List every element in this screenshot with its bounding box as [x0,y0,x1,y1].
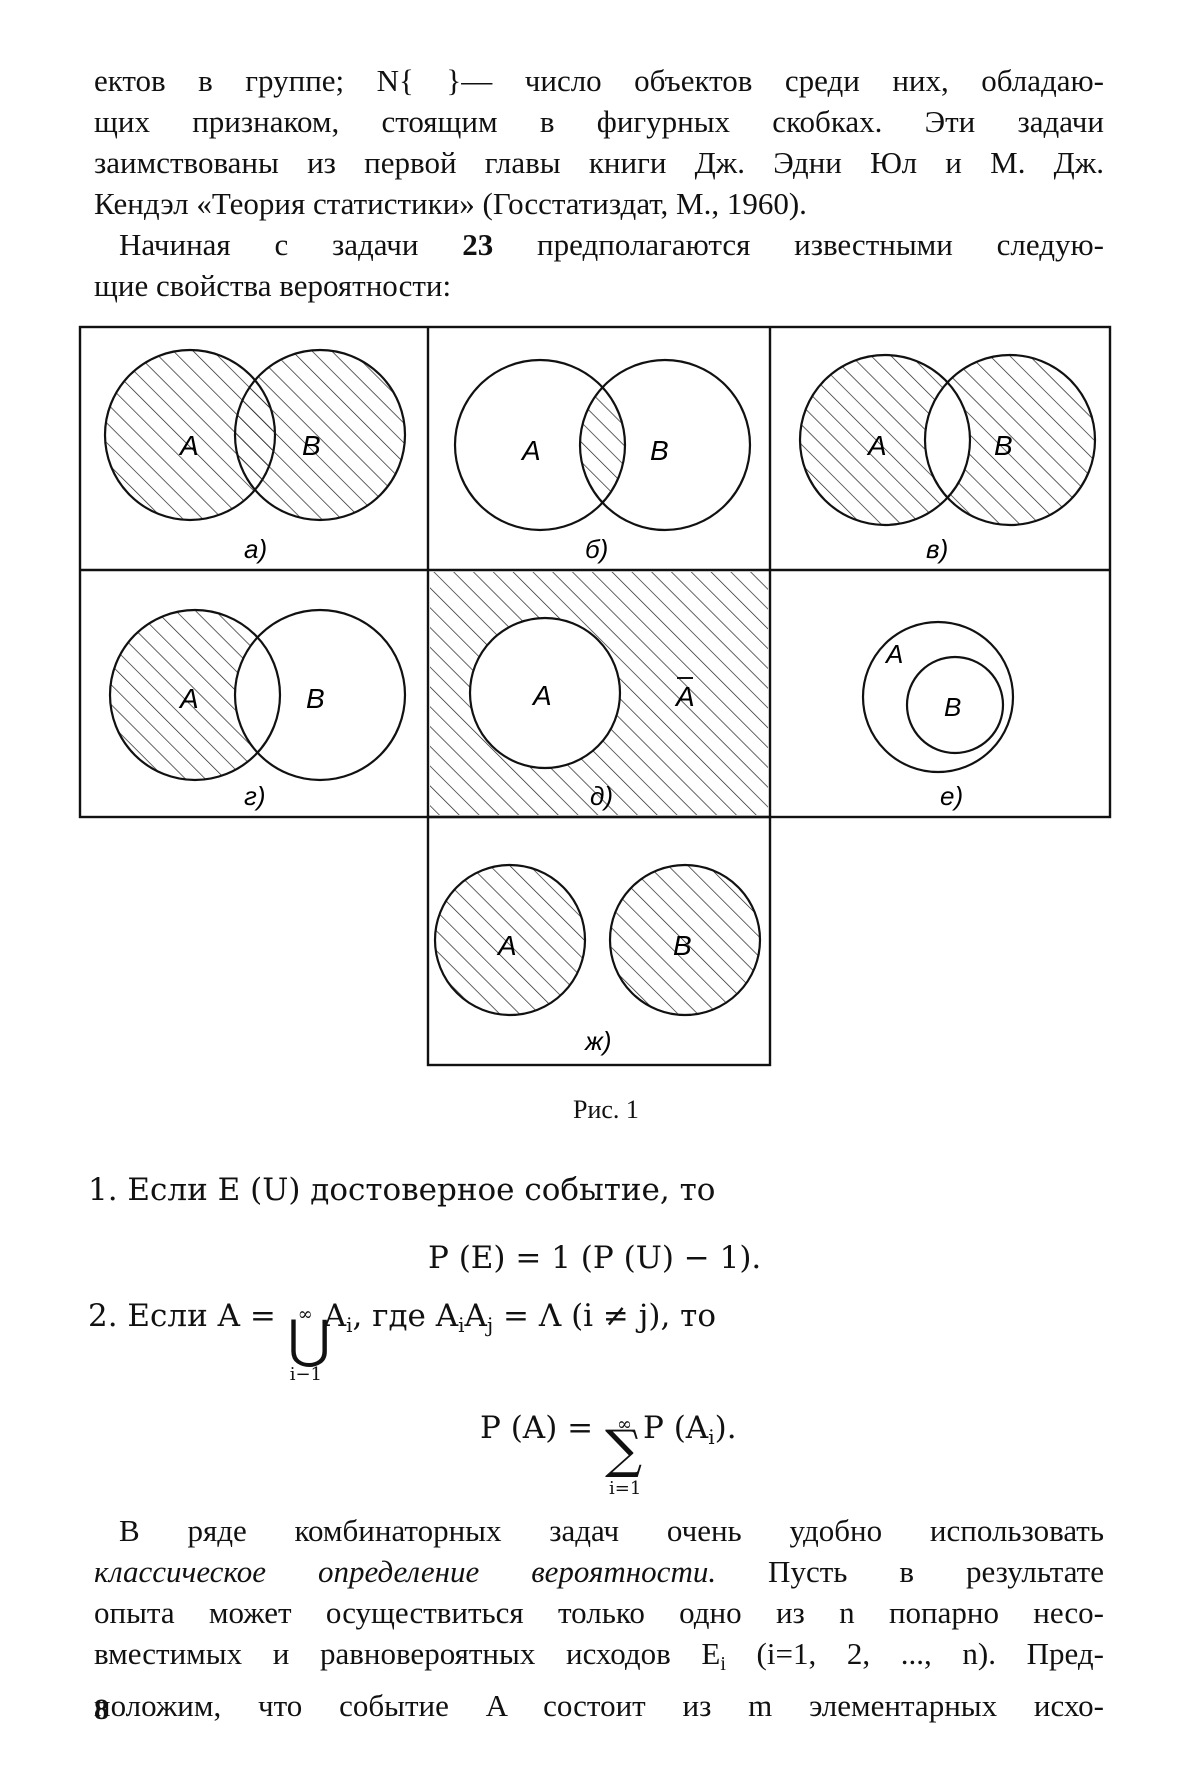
venn-panel-d: A A д) [430,572,768,815]
math-fragment: P (A) = [480,1410,603,1446]
venn-panel-g: A B г) [108,608,407,811]
math-fragment: ). [714,1410,737,1446]
text-fragment: Пусть в результате [716,1554,1104,1589]
set-b-label: B [944,692,961,722]
text-fragment: предполагаются известными следую- [493,227,1104,262]
sum-lower-limit: i=1 [608,1478,642,1499]
set-b-label: B [306,683,325,714]
classical-definition-paragraph: В ряде комбинаторных задач очень удобно … [94,1510,1104,1726]
venn-panel-v: A B в) [798,353,1097,564]
text-fragment: вместимых и равновероятных исходов E [94,1636,721,1671]
text-line: положим, что событие A состоит из m элем… [94,1688,1104,1723]
union-symbol: ⋃ [287,1310,331,1370]
text-fragment: , где A [352,1298,459,1334]
panel-label: д) [590,781,613,811]
panel-label: г) [244,781,265,811]
text-line: вместимых и равновероятных исходов Ei (i… [94,1633,1104,1685]
subscript: i [720,1653,726,1675]
set-a-label: A [178,683,199,714]
property-1-statement: 1. Если E (U) достоверное событие, то [88,1172,716,1208]
text-fragment: Начиная с задачи [119,227,463,262]
set-a-label: A [520,435,541,466]
panel-label: е) [940,781,963,811]
text-line: Кендэл «Теория статистики» (Госстатиздат… [94,186,807,221]
page-number: 8 [94,1693,109,1726]
text-fragment: = Λ (i ≠ j), то [493,1298,716,1334]
text-line: классическое определение вероятности. Пу… [94,1551,1104,1592]
text-line: Начиная с задачи 23 предполагаются извес… [94,224,1104,265]
set-a-label: A [178,430,199,461]
property-2-statement: 2. Если A = ∞ ⋃ i−1 Ai, где AiAj = Λ (i … [88,1298,988,1388]
set-a-label: A [866,430,887,461]
intro-paragraph: ектов в группе; N{ }— число объектов сре… [94,60,1104,224]
math-fragment: P (A [642,1410,709,1446]
math-fragment: A = [217,1298,286,1334]
set-a-label: A [531,680,552,711]
panel-label: в) [926,534,948,564]
panel-label: ж) [584,1026,612,1056]
property-2-formula: P (A) = ∞ ∑ i=1 P (Ai). [480,1410,880,1500]
union-upper-limit: ∞ [297,1304,313,1325]
set-a-label: A [496,930,517,961]
set-b-label: B [650,435,669,466]
venn-panel-b: A B б) [453,358,752,564]
complement-label: A [674,681,695,712]
sum-upper-limit: ∞ [616,1414,632,1435]
subscript: i [708,1425,715,1449]
subscript: j [486,1313,494,1337]
panel-label: а) [244,534,267,564]
figure-caption: Рис. 1 [573,1095,639,1124]
venn-figure: A B а) A B б) A B в) A B г) A A [78,325,1112,1067]
text-line: щие свойства вероятности: [94,268,452,303]
text-fragment: (i=1, 2, ..., n). Пред- [725,1636,1104,1671]
text-line: В ряде комбинаторных задач очень удобно … [94,1510,1104,1551]
set-b-label: B [994,430,1013,461]
text-fragment: В ряде комбинаторных задач очень удобно … [119,1513,1104,1548]
text-line: ектов в группе; N{ }— число объектов сре… [94,63,1104,98]
venn-panel-a: A B а) [103,348,407,564]
sum-symbol: ∑ [604,1420,643,1480]
text-line: щих признаком, стоящим в фигурных скобка… [94,104,1104,139]
venn-panel-zh: A B ж) [433,863,762,1056]
subscript: i [458,1313,465,1337]
set-a-label: A [884,639,903,669]
text-fragment: 2. Если [88,1298,218,1334]
text-line: заимствованы из первой главы книги Дж. Э… [94,145,1104,180]
property-1-formula: P (E) = 1 (P (U) − 1). [428,1240,762,1276]
subscript: i [346,1313,353,1337]
italic-term: классическое определение вероятности. [94,1554,717,1589]
math-fragment: A [464,1298,487,1334]
union-lower-limit: i−1 [289,1364,323,1385]
properties-intro-paragraph: Начиная с задачи 23 предполагаются извес… [94,224,1104,306]
text-line: опыта может осуществиться только одно из… [94,1595,1104,1630]
problem-number: 23 [462,227,494,262]
set-b-label: B [673,930,692,961]
math-fragment: A [323,1298,347,1334]
venn-panel-e: A B е) [861,620,1015,811]
set-b-label: B [302,430,321,461]
panel-label: б) [585,534,608,564]
figure-frame [78,325,1112,1067]
